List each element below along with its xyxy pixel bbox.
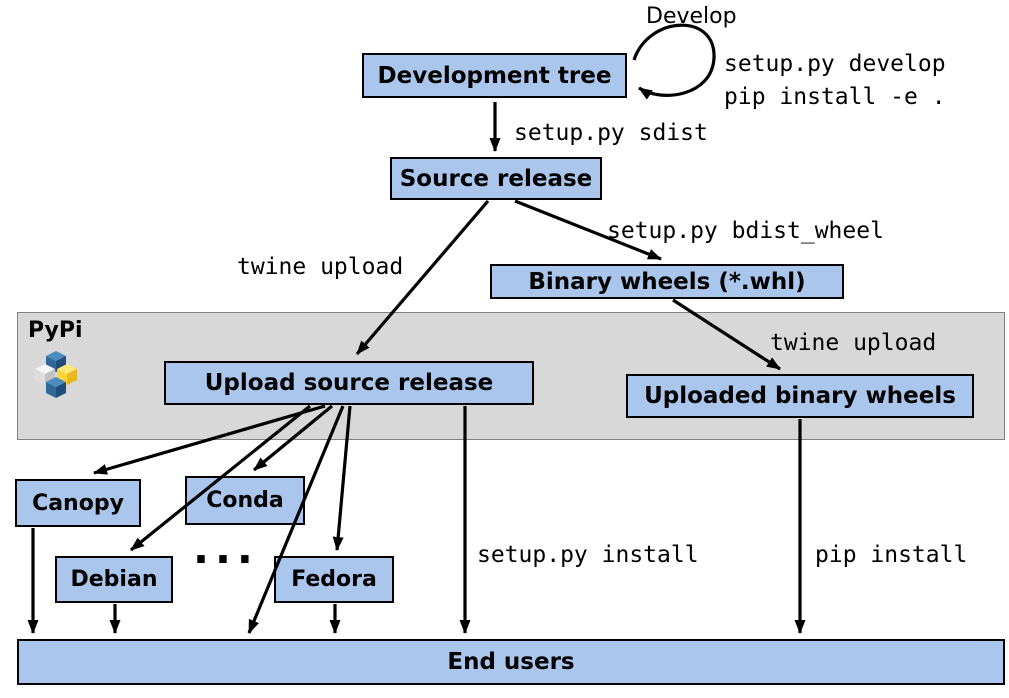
node-development-tree: Development tree	[362, 53, 627, 98]
node-debian: Debian	[55, 556, 173, 603]
edge-label-develop-cmd-1: setup.py develop	[724, 51, 946, 77]
pypi-logo-icon	[35, 351, 77, 398]
ellipsis-dots: ...	[193, 524, 259, 573]
pypi-band-label: PyPi	[28, 318, 83, 343]
node-uploaded-binary-wheels: Uploaded binary wheels	[626, 374, 974, 418]
edge-label-twine-upload-source: twine upload	[237, 254, 404, 280]
node-end-users: End users	[17, 639, 1005, 685]
node-upload-source-release: Upload source release	[164, 361, 534, 405]
edge-label-setup-install: setup.py install	[477, 542, 699, 568]
node-binary-wheels: Binary wheels (*.whl)	[490, 264, 844, 299]
node-canopy: Canopy	[15, 479, 141, 527]
edge-label-sdist: setup.py sdist	[514, 120, 708, 146]
node-conda: Conda	[185, 476, 305, 525]
node-source-release: Source release	[390, 157, 602, 200]
edge-label-pip-install: pip install	[815, 542, 968, 568]
edge-label-develop: Develop	[646, 4, 737, 29]
edge-label-twine-upload-wheels: twine upload	[770, 330, 937, 356]
arrow-develop-loop	[632, 23, 716, 100]
edge-label-develop-cmd-2: pip install -e .	[724, 84, 946, 110]
edge-label-bdist-wheel: setup.py bdist_wheel	[607, 218, 884, 244]
node-fedora: Fedora	[274, 556, 394, 603]
